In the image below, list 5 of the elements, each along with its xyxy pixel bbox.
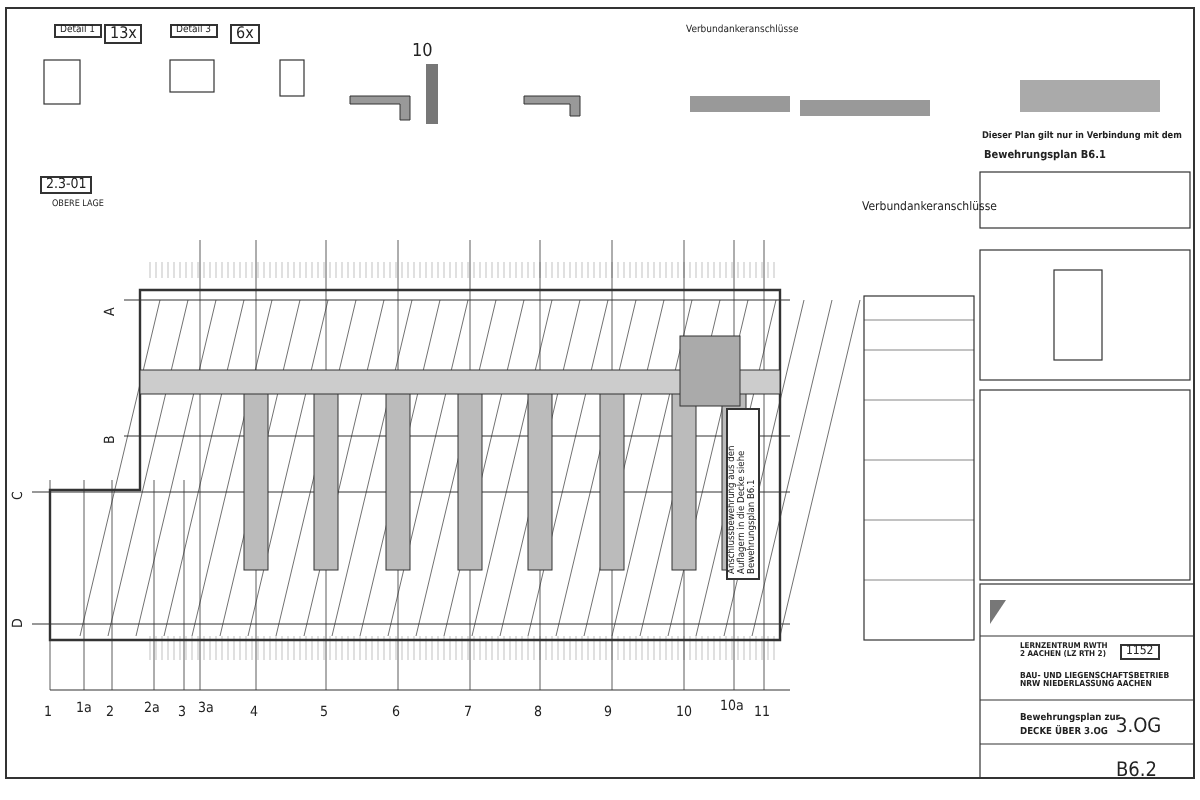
count-label: 6x [230, 24, 260, 45]
count-label: 13x [104, 24, 143, 45]
floor-label: 3.OG [1116, 718, 1162, 739]
plan-number: B6.2 [1116, 762, 1157, 783]
axis-number: 10 [412, 44, 433, 63]
